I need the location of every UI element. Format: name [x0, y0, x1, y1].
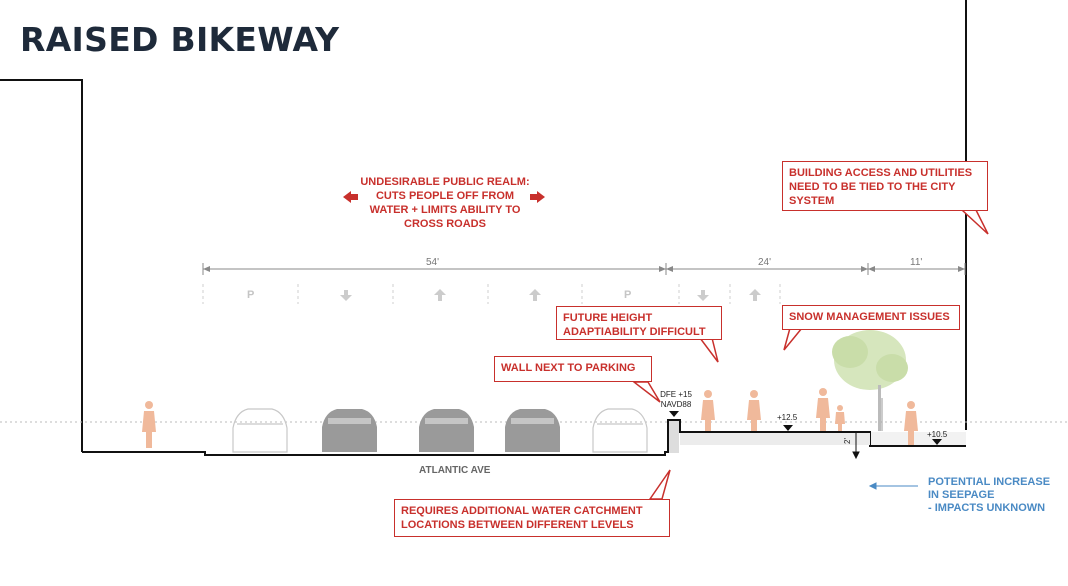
- callout-line: SNOW MANAGEMENT ISSUES: [789, 311, 950, 323]
- car-outline-left: [232, 408, 288, 453]
- up-arrow-icon: [529, 289, 541, 301]
- down-arrow-icon: [697, 290, 709, 301]
- dimension-line: [202, 263, 966, 275]
- left-arrow-icon: [343, 191, 358, 203]
- callout-pointer: [631, 381, 661, 403]
- note-line: WATER + LIMITS ABILITY TO: [369, 204, 521, 216]
- callout-building-access: BUILDING ACCESS AND UTILITIES NEED TO BE…: [782, 161, 988, 211]
- tree-icon: [832, 330, 908, 431]
- callout-pointer: [698, 337, 719, 363]
- callout-pointer: [648, 469, 671, 500]
- car-gray: [419, 409, 474, 452]
- car-gray: [505, 409, 560, 452]
- street-name: ATLANTIC AVE: [419, 465, 491, 476]
- dimension-road: 54': [426, 257, 440, 268]
- person-figure: [904, 401, 918, 445]
- person-figure: [142, 401, 156, 448]
- callout-line: WALL NEXT TO PARKING: [501, 362, 636, 374]
- elevation-marker: [932, 439, 942, 445]
- page-title: RAISED BIKEWAY: [20, 20, 340, 59]
- callout-wall-parking: WALL NEXT TO PARKING: [494, 356, 652, 382]
- note-line: CROSS ROADS: [404, 218, 486, 230]
- person-figure: [701, 390, 715, 431]
- seepage-arrow: [868, 482, 918, 490]
- note-line: CUTS PEOPLE OFF FROM: [375, 190, 515, 202]
- callout-water-catchment: REQUIRES ADDITIONAL WATER CATCHMENT LOCA…: [394, 499, 670, 537]
- parking-lane-mark: P: [247, 289, 255, 301]
- elevation-marker: [669, 411, 679, 417]
- step-height-marker: [852, 433, 860, 460]
- callout-pointer: [783, 327, 804, 351]
- callout-line: NEED TO BE TIED TO THE CITY: [789, 181, 956, 193]
- sidewalk-elevation: +10.5: [927, 430, 948, 439]
- callout-future-height: FUTURE HEIGHT ADAPTIABILITY DIFFICULT: [556, 306, 722, 340]
- bikeway-elevation: +12.5: [777, 413, 798, 422]
- person-figure: [747, 390, 761, 431]
- left-building-outline: [0, 79, 83, 452]
- car-outline-right: [592, 408, 648, 453]
- seepage-line: POTENTIAL INCREASE: [928, 476, 1051, 488]
- callout-line: SYSTEM: [789, 195, 835, 207]
- lane-separators: [202, 284, 781, 304]
- step-height-label: 2': [842, 438, 852, 444]
- callout-line: ADAPTIABILITY DIFFICULT: [563, 326, 706, 338]
- parking-lane-mark: P: [624, 289, 632, 301]
- callout-line: FUTURE HEIGHT: [563, 312, 653, 324]
- seepage-note: POTENTIAL INCREASE IN SEEPAGE - IMPACTS …: [928, 476, 1050, 515]
- note-line: UNDESIRABLE PUBLIC REALM:: [360, 176, 530, 188]
- up-arrow-icon: [434, 289, 446, 301]
- sidewalk-fill: [871, 432, 966, 445]
- right-arrow-icon: [530, 191, 545, 203]
- datum-value: NAVD88: [660, 400, 692, 409]
- callout-line: BUILDING ACCESS AND UTILITIES: [789, 167, 973, 179]
- dfe-label: DFE +15 NAVD88: [657, 390, 695, 410]
- seepage-line: IN SEEPAGE: [928, 489, 995, 501]
- wall-fill: [669, 421, 679, 453]
- car-gray: [322, 409, 377, 452]
- dimension-sidewalk: 11': [910, 257, 923, 268]
- bikeway-fill: [680, 433, 870, 445]
- public-realm-note: UNDESIRABLE PUBLIC REALM: CUTS PEOPLE OF…: [360, 175, 530, 231]
- dfe-value: DFE +15: [660, 390, 692, 399]
- callout-snow: SNOW MANAGEMENT ISSUES: [782, 305, 960, 330]
- seepage-line: - IMPACTS UNKNOWN: [928, 502, 1046, 514]
- person-figure: [816, 388, 830, 431]
- child-figure: [835, 405, 845, 431]
- up-arrow-icon: [749, 289, 761, 301]
- callout-line: REQUIRES ADDITIONAL WATER CATCHMENT: [401, 505, 643, 517]
- elevation-marker: [783, 425, 793, 431]
- dimension-bikeway: 24': [758, 257, 772, 268]
- callout-line: LOCATIONS BETWEEN DIFFERENT LEVELS: [401, 519, 634, 531]
- dimension-arrows: [203, 266, 965, 272]
- down-arrow-icon: [340, 290, 352, 301]
